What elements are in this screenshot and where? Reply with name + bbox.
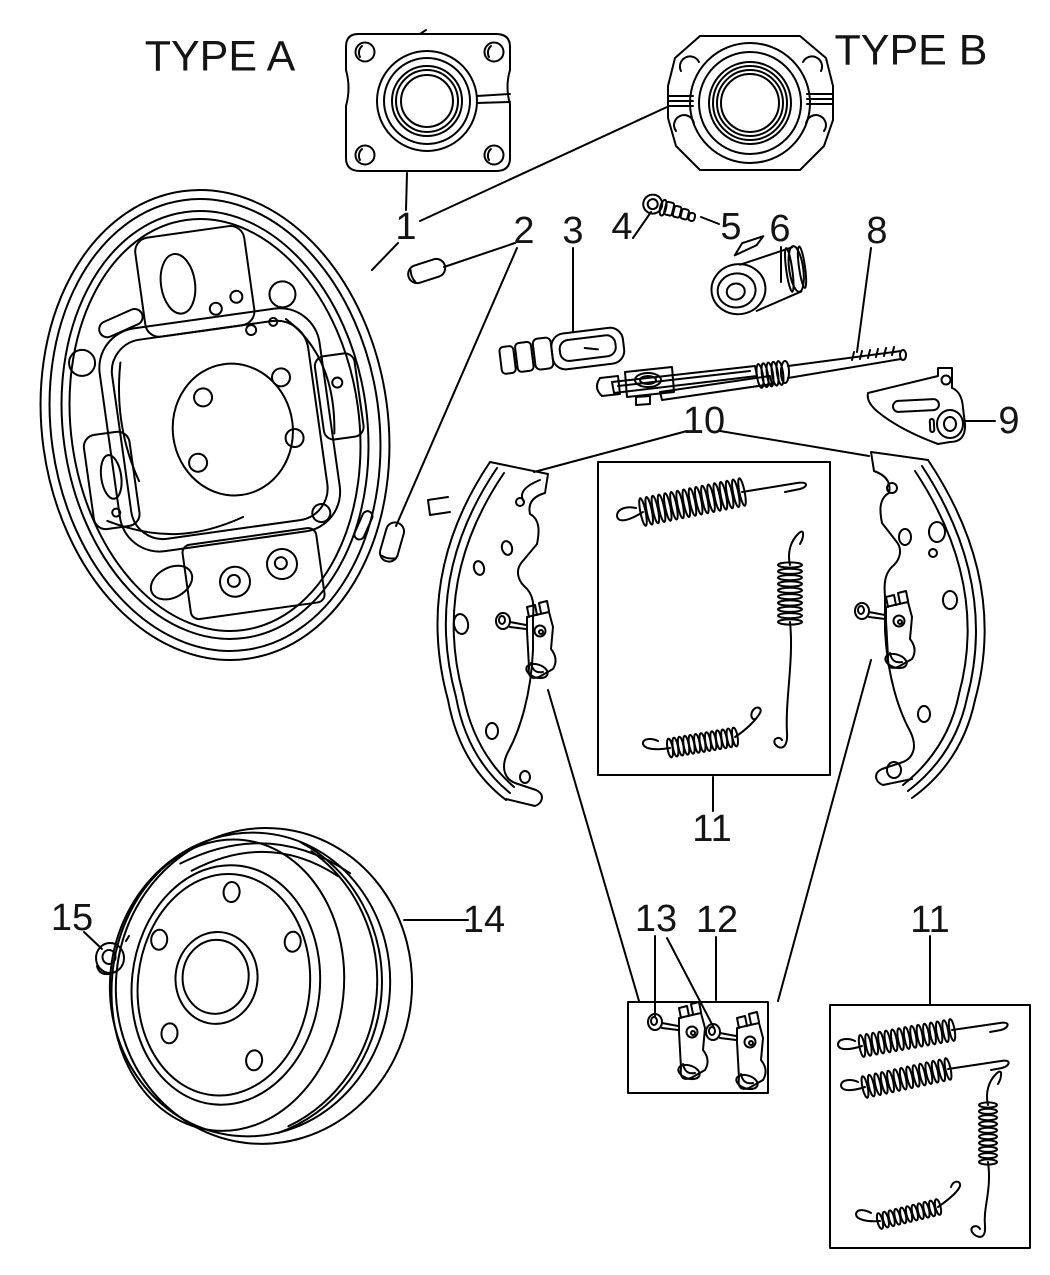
brake-shoe-left <box>427 461 557 807</box>
hold-down-clip-pin <box>647 1001 709 1083</box>
leader-lines-thick <box>547 659 872 1002</box>
callout-14[interactable]: 14 <box>462 899 506 941</box>
callout-11-bottom[interactable]: 11 <box>910 899 950 941</box>
callout-1[interactable]: 1 <box>395 206 417 248</box>
callout-15[interactable]: 15 <box>50 897 94 939</box>
type-a-title: TYPE A <box>144 32 296 81</box>
return-spring-upper <box>616 477 807 527</box>
adjuster-assembly <box>498 326 626 375</box>
leader-lines <box>83 106 996 1029</box>
parking-brake-lever <box>866 367 967 445</box>
callout-10[interactable]: 10 <box>682 400 726 442</box>
return-spring-lower <box>641 706 762 759</box>
adjuster-strut <box>596 346 907 406</box>
brake-drum <box>108 827 414 1145</box>
type-b-title: TYPE B <box>834 26 988 75</box>
callout-6[interactable]: 6 <box>769 208 791 250</box>
wheel-cylinder <box>710 235 808 316</box>
callout-13[interactable]: 13 <box>634 898 678 940</box>
return-spring-vertical <box>773 530 805 749</box>
callout-12[interactable]: 12 <box>695 899 739 941</box>
spring-kit-box-middle <box>597 461 831 776</box>
hub-bearing-flange-type-b <box>667 35 834 171</box>
hold-down-clip-pin <box>705 1011 767 1093</box>
spring-kit-box-bottom <box>829 1004 1031 1249</box>
callout-5[interactable]: 5 <box>720 206 742 248</box>
return-spring-curved <box>855 1180 962 1230</box>
callout-9[interactable]: 9 <box>998 400 1020 442</box>
callout-4[interactable]: 4 <box>611 206 633 248</box>
callout-8[interactable]: 8 <box>866 210 888 252</box>
bleeder-screw <box>642 193 697 223</box>
brake-backing-plate <box>39 189 391 661</box>
hold-down-hardware-box <box>627 1001 769 1094</box>
callout-3[interactable]: 3 <box>562 210 584 252</box>
return-spring-2 <box>840 1057 1010 1099</box>
return-spring-vertical <box>970 1070 1003 1238</box>
callout-2[interactable]: 2 <box>513 210 535 252</box>
retainer-nut <box>95 935 130 976</box>
return-spring-1 <box>837 1018 1009 1058</box>
backing-plate-plug-upper <box>407 257 447 285</box>
shoe-hold-down-clip <box>495 600 557 682</box>
backing-plate-plug-lower <box>378 521 406 563</box>
brake-shoe-right <box>854 451 986 799</box>
hub-bearing-flange-type-a <box>345 29 511 172</box>
callout-11-middle[interactable]: 11 <box>692 808 732 850</box>
